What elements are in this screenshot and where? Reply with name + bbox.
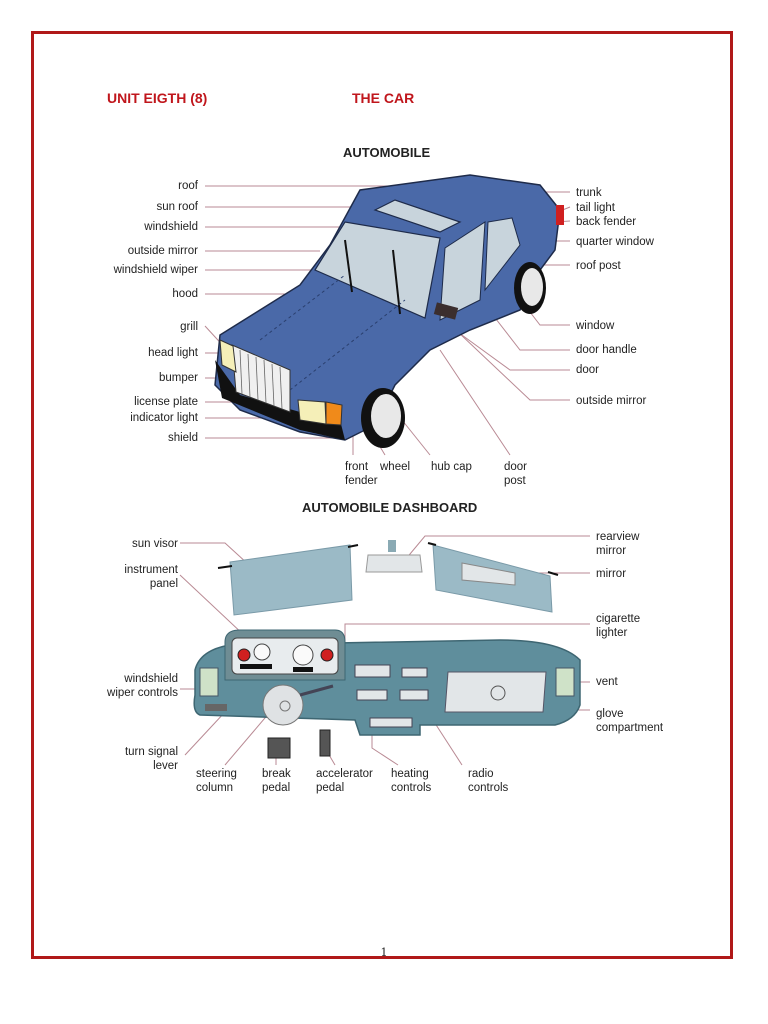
label-vent: vent (596, 676, 618, 688)
label-door-handle: door handle (576, 344, 637, 356)
label-windshield-wiper-controls: windshield wiper controls (107, 673, 178, 699)
label-radio-controls: radio controls (468, 768, 509, 794)
label-license-plate: license plate (134, 396, 198, 408)
label-back-fender: back fender (576, 216, 637, 228)
page-title: THE CAR (352, 90, 415, 106)
label-outside-mirror: outside mirror (127, 245, 198, 257)
label-tail-light: tail light (576, 202, 615, 214)
label-windshield-wiper: windshield wiper (113, 264, 198, 276)
label-accelerator-pedal: accelerator pedal (316, 768, 373, 794)
label-break-pedal: break pedal (262, 768, 291, 794)
label-indicator-light: indicator light (130, 412, 198, 424)
label-trunk: trunk (576, 187, 602, 199)
label-shield: shield (167, 432, 198, 444)
page-border (31, 31, 733, 959)
label-glove-compartment: glove compartment (596, 708, 664, 734)
label-wheel: wheel (380, 461, 411, 473)
label-roof: roof (178, 180, 198, 192)
label-rearview-mirror: rearview mirror (596, 531, 640, 557)
label-sun-visor: sun visor (131, 538, 178, 550)
label-front-fender: front fender (345, 461, 378, 487)
label-windshield: windshield (144, 221, 198, 233)
label-window: window (576, 320, 615, 332)
label-door: door (576, 364, 600, 376)
page-number: 1 (380, 946, 388, 959)
label-quarter-window: quarter window (576, 236, 654, 248)
label-mirror: mirror (596, 568, 627, 580)
dashboard-section-title: AUTOMOBILE DASHBOARD (302, 500, 478, 515)
label-hood: hood (172, 288, 198, 300)
label-turn-signal-lever: turn signal lever (124, 746, 178, 772)
label-head-light: head light (148, 347, 198, 359)
label-heating-controls: heating controls (391, 768, 432, 794)
label-grill: grill (180, 321, 198, 333)
automobile-section-title: AUTOMOBILE (343, 145, 431, 160)
label-sun-roof: sun roof (156, 201, 198, 213)
label-instrument-panel: instrument panel (124, 564, 178, 590)
unit-heading: UNIT EIGTH (8) (107, 90, 208, 106)
label-cigarette-lighter: cigarette lighter (596, 613, 641, 639)
label-outside-mirror-right: outside mirror (576, 395, 647, 407)
label-hub-cap: hub cap (431, 461, 472, 473)
label-roof-post: roof post (576, 260, 621, 272)
label-steering-column: steering column (196, 768, 237, 794)
label-door-post: door post (504, 461, 528, 487)
label-bumper: bumper (159, 372, 198, 384)
